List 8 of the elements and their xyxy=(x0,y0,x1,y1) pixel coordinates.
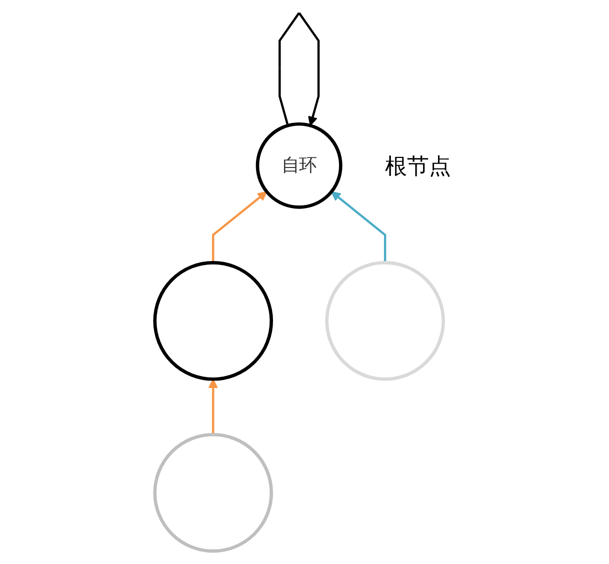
node-circle xyxy=(325,261,446,381)
arrow xyxy=(208,378,218,435)
node-circle xyxy=(153,432,274,553)
arrow xyxy=(331,191,386,263)
arrow xyxy=(212,191,268,263)
node-circle: 自环 xyxy=(256,122,342,209)
node-caption: 根节点 xyxy=(385,153,452,180)
node-circle xyxy=(153,261,274,381)
